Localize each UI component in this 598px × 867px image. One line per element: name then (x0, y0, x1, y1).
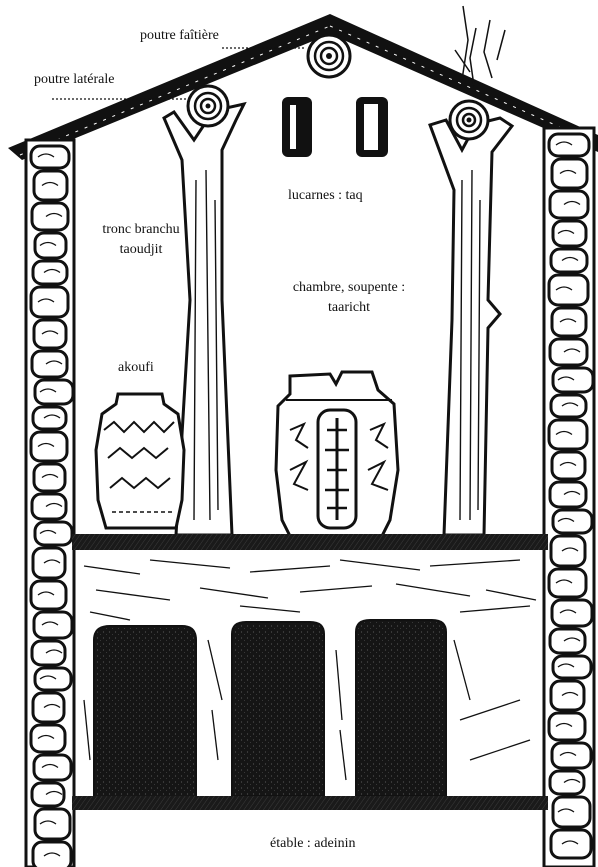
label-room: chambre, soupente : taaricht (264, 280, 434, 316)
plaster-scratch (460, 606, 530, 612)
plaster-scratch (84, 700, 90, 760)
wall-stone (551, 249, 587, 272)
wall-stone (549, 134, 589, 156)
plaster-scratch (96, 590, 170, 600)
wall-stone (551, 681, 584, 710)
upper-floor-beam (72, 534, 548, 550)
plaster-scratch (460, 700, 520, 720)
wall-stone (549, 275, 588, 305)
label-trunk-line2: taoudjit (82, 242, 200, 258)
plaster-scratch (90, 612, 130, 620)
wall-stone (34, 612, 72, 638)
right-stone-wall (544, 128, 594, 867)
plaster-scratch (454, 640, 470, 700)
wall-stone (33, 842, 71, 867)
plaster-scratch (430, 560, 520, 566)
wall-stone (550, 482, 586, 507)
plaster-scratch (212, 710, 218, 760)
stable-openings (94, 620, 446, 798)
label-ridge-beam: poutre faîtière (140, 28, 219, 44)
wall-stone (34, 320, 66, 348)
label-jar: akoufi (118, 360, 154, 376)
label-room-line2: taaricht (264, 300, 434, 316)
wall-stone (552, 159, 587, 188)
wall-stone (549, 420, 587, 449)
wall-stone (551, 536, 585, 566)
wall-stone (550, 191, 588, 218)
skylight-right (356, 97, 388, 157)
wall-stone (33, 407, 66, 429)
wall-stone (33, 261, 67, 284)
right-forked-trunk (430, 118, 512, 535)
plaster-scratch (396, 584, 470, 596)
label-stable: étable : adeinin (270, 836, 356, 852)
plaster-scratch (340, 730, 346, 780)
wall-stone (31, 432, 67, 461)
wall-stone (551, 830, 591, 858)
wall-stone (31, 146, 69, 168)
wall-stone (31, 725, 65, 752)
wall-stone (35, 233, 66, 258)
wall-stone (552, 600, 592, 626)
label-trunk: tronc branchu taoudjit (82, 222, 200, 258)
wall-stone (553, 221, 586, 246)
plaster-scratch (250, 566, 330, 572)
plaster-scratch (84, 566, 140, 574)
wall-stone (31, 581, 66, 609)
wall-stone (32, 203, 68, 230)
label-skylights: lucarnes : taq (288, 188, 363, 204)
plaster-scratch (200, 588, 268, 598)
label-trunk-line1: tronc branchu (82, 222, 200, 238)
roof-reeds (455, 6, 505, 86)
plaster-scratch (240, 606, 300, 612)
wall-stone (34, 464, 65, 491)
wall-stone (552, 452, 585, 479)
wall-stone (32, 783, 64, 806)
label-side-beam: poutre latérale (34, 72, 114, 88)
side-beam-spiral-icon (188, 86, 228, 126)
wall-stone (34, 171, 67, 200)
plaster-scratch (470, 740, 530, 760)
wall-stone (550, 339, 587, 365)
ridge-beam-spiral-icon (308, 35, 350, 77)
skylight-left (282, 97, 312, 157)
plaster-scratch (486, 590, 536, 600)
wall-stone (33, 548, 65, 578)
wall-stone (549, 713, 585, 740)
wall-stone (32, 641, 65, 665)
wall-stone (31, 287, 68, 317)
plaster-scratch (208, 640, 222, 700)
side-beam-spiral-icon-right (450, 101, 488, 139)
plaster-scratch (340, 560, 420, 570)
wall-stone (552, 308, 586, 336)
storage-jar-icon (96, 394, 184, 528)
label-room-line1: chambre, soupente : (264, 280, 434, 296)
wall-stone (34, 755, 71, 780)
plaster-scratch (300, 586, 372, 592)
storage-jar-large (276, 372, 398, 536)
wall-stone (552, 743, 591, 768)
left-stone-wall (26, 140, 74, 867)
wall-stone (551, 395, 586, 417)
plaster-scratch (150, 560, 230, 568)
ground-floor-beam (72, 796, 548, 810)
wall-stone (549, 569, 586, 597)
plaster-scratch (336, 650, 342, 720)
